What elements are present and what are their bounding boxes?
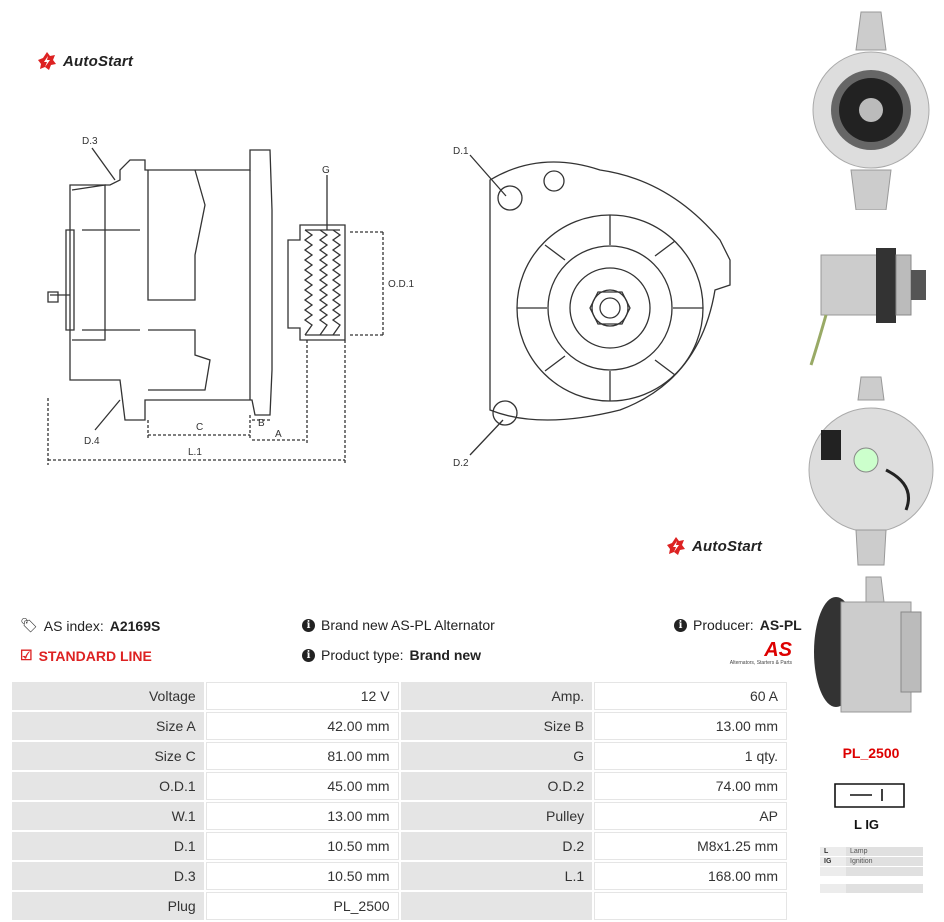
spec-label: Size A (12, 712, 204, 740)
spec-label: Amp. (400, 682, 593, 710)
spec-value: 10.50 mm (205, 862, 399, 890)
autostart-logo-icon (38, 52, 56, 70)
spec-label: D.1 (12, 832, 204, 860)
spec-label: G (400, 742, 593, 770)
pin-key: L (820, 847, 846, 856)
as-index-value: A2169S (109, 617, 161, 634)
spec-value: 10.50 mm (205, 832, 399, 860)
label-od1: O.D.1 (388, 279, 415, 290)
standard-line-badge: ☑ STANDARD LINE (20, 647, 152, 664)
autostart-logo: AutoStart (37, 51, 133, 71)
spec-value: 60 A (594, 682, 787, 710)
description: i Brand new AS-PL Alternator (302, 617, 495, 633)
standard-line-text: STANDARD LINE (38, 647, 152, 664)
pin-row: IG Ignition (820, 857, 923, 866)
spec-label: W.1 (12, 802, 204, 830)
product-type-value: Brand new (409, 647, 482, 663)
spec-label: O.D.1 (12, 772, 204, 800)
plug-terminals: L IG (854, 817, 879, 832)
label-d3: D.3 (82, 136, 98, 147)
spec-value: 12 V (205, 682, 399, 710)
check-square-icon: ☑ (20, 647, 33, 663)
description-text: Brand new AS-PL Alternator (321, 617, 495, 633)
plug-diagram: L IG (834, 783, 905, 832)
spec-value: 13.00 mm (205, 802, 399, 830)
pin-desc: Ignition (846, 857, 923, 866)
spec-label: Size C (12, 742, 204, 770)
spec-value: AP (594, 802, 787, 830)
product-type: i Product type: Brand new (302, 647, 481, 663)
spec-value: 1 qty. (594, 742, 787, 770)
product-type-label: Product type: (321, 647, 404, 663)
producer: i Producer: AS-PL (674, 617, 802, 633)
plug-code: PL_2500 (842, 745, 900, 761)
spec-label: Voltage (12, 682, 204, 710)
as-index-label: AS index: (43, 617, 104, 634)
spec-label: D.2 (400, 832, 593, 860)
pin-desc: Lamp (846, 847, 923, 856)
producer-label: Producer: (693, 617, 754, 633)
label-c: C (196, 422, 203, 433)
info-icon: i (302, 618, 315, 632)
spec-value: 45.00 mm (205, 772, 399, 800)
tags-icon: 🏷 (20, 617, 38, 633)
spec-label: Pulley (400, 802, 593, 830)
spec-label (400, 892, 593, 920)
plug-pin-list: L Lamp IG Ignition (820, 847, 923, 894)
producer-value: AS-PL (759, 617, 802, 633)
label-l1: L.1 (188, 447, 202, 458)
spec-label: O.D.2 (400, 772, 593, 800)
spec-label: Size B (400, 712, 593, 740)
spec-value: 168.00 mm (594, 862, 787, 890)
spec-value: M8x1.25 mm (594, 832, 787, 860)
spec-value: 81.00 mm (205, 742, 399, 770)
info-icon: i (674, 618, 687, 632)
label-d4: D.4 (84, 436, 100, 447)
pin-row-empty (820, 867, 923, 876)
product-photo-rear (806, 375, 936, 570)
spec-label: Plug (12, 892, 204, 920)
product-photo-angle (806, 572, 936, 737)
label-d2: D.2 (453, 458, 469, 469)
spec-label: L.1 (400, 862, 593, 890)
producer-logo: AS Alternators, Starters & Parts (716, 640, 792, 666)
pin-key: IG (820, 857, 846, 866)
spec-value: 74.00 mm (594, 772, 787, 800)
as-index: 🏷 AS index: A2169S (20, 617, 160, 634)
label-a: A (275, 429, 282, 440)
technical-drawing: D.3 D.4 G O.D.1 C B A L.1 D.1 D.2 (47, 136, 731, 469)
label-b: B (258, 418, 265, 429)
logo-text: AutoStart (692, 537, 763, 555)
product-photo-front (806, 10, 936, 210)
spec-value: 13.00 mm (594, 712, 787, 740)
producer-logo-mark: AS (764, 639, 792, 661)
product-photo-side (806, 220, 936, 370)
producer-logo-sub: Alternators, Starters & Parts (729, 660, 792, 666)
info-icon: i (302, 648, 315, 662)
spec-label: D.3 (12, 862, 204, 890)
label-g: G (322, 165, 330, 176)
label-d1: D.1 (453, 146, 469, 157)
pin-row-empty (820, 884, 923, 893)
spec-value: 42.00 mm (205, 712, 399, 740)
pin-row: L Lamp (820, 847, 923, 856)
logo-text: AutoStart (63, 52, 134, 70)
autostart-logo-icon (667, 537, 685, 555)
autostart-logo-secondary: AutoStart (666, 536, 762, 556)
